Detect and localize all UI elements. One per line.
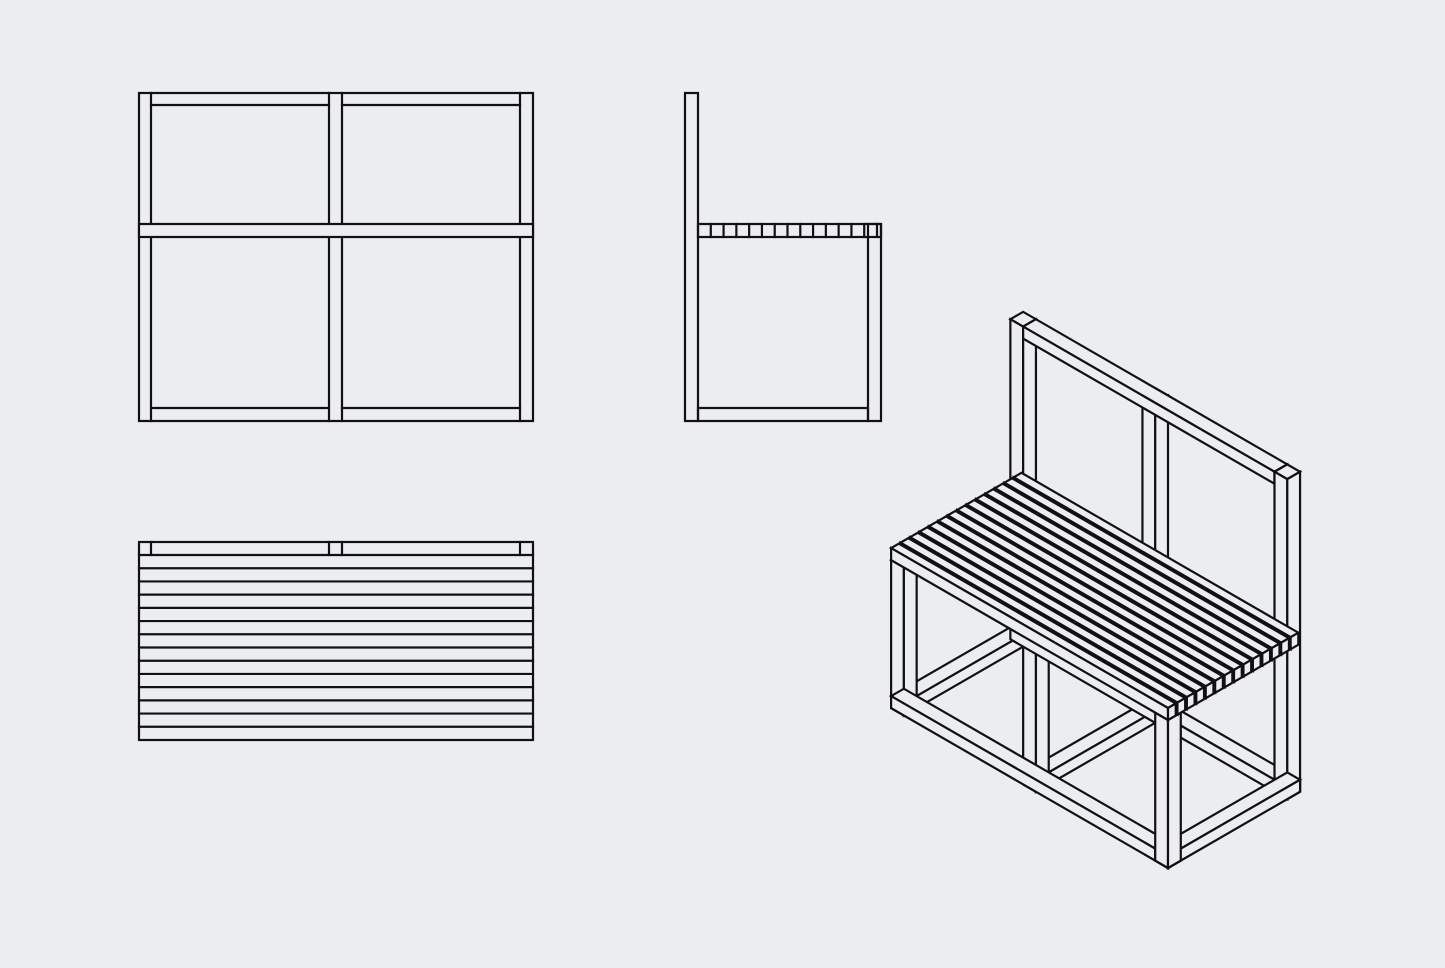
iso-seat-slat-face-b	[1280, 636, 1291, 657]
isometric-view	[888, 310, 1303, 870]
side-seat-band	[696, 222, 883, 239]
iso-seat	[888, 471, 1301, 722]
iso-seat-slat-face-b	[1195, 685, 1206, 706]
iso-seat-slat-face-b	[1223, 668, 1234, 690]
iso-seat-slat-face-b	[1204, 679, 1215, 701]
iso-bottom-right-rail-face-b	[1166, 777, 1302, 870]
side-seat-slats	[696, 222, 883, 239]
iso-front-post-right-face-a	[1154, 710, 1170, 870]
plan-seat-slats	[137, 567, 535, 728]
iso-seat-slat-face-b	[1261, 647, 1272, 668]
iso-seat-slat-face-b	[1214, 674, 1224, 695]
front-elevation-view	[137, 91, 535, 423]
iso-seat-slat-face-b	[1185, 690, 1196, 712]
iso-seat-slat-face-b	[1166, 701, 1177, 722]
side-elevation-view	[683, 91, 883, 423]
iso-seat-slat-face-b	[1242, 658, 1253, 679]
iso-seat-slat-face-b	[1251, 652, 1262, 673]
iso-seat-slat-face-b	[1176, 696, 1187, 717]
iso-front-post-right-face-b	[1166, 710, 1182, 870]
iso-seat-slat-face-b	[1289, 630, 1300, 652]
iso-seat-slat-face-b	[1270, 641, 1281, 662]
iso-seat-slat-face-b	[1232, 663, 1243, 684]
plan-view	[137, 540, 535, 742]
